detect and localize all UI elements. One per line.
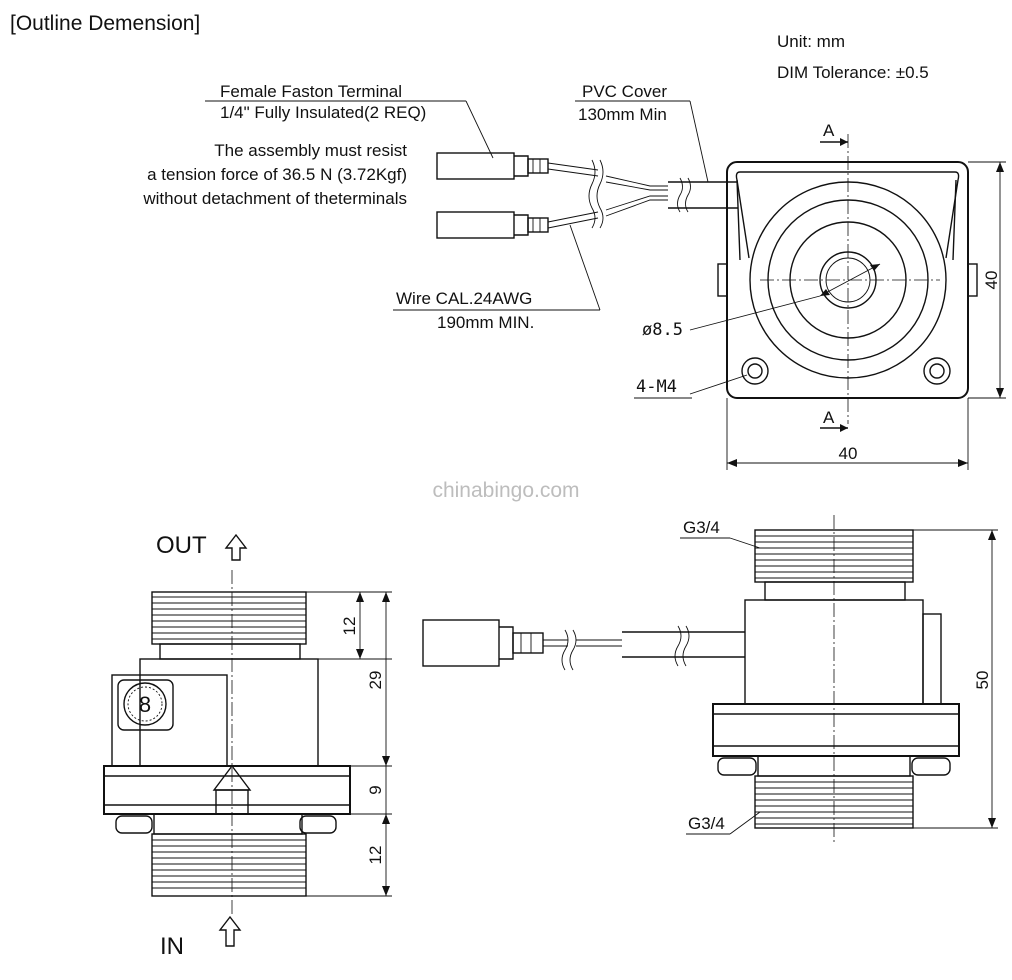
thread-bottom-leader bbox=[729, 811, 761, 835]
thread-label-top: G3/4 bbox=[683, 518, 720, 537]
mount-holes-label: 4-M4 bbox=[636, 377, 677, 397]
front-dim-12-top: 12 bbox=[340, 617, 359, 636]
wire-leader bbox=[569, 224, 601, 311]
faston-terminal-upper bbox=[436, 152, 549, 180]
thread-label-bottom: G3/4 bbox=[688, 814, 725, 833]
hole-dia-leader bbox=[689, 295, 821, 331]
top-height-dimension bbox=[968, 161, 1006, 399]
side-height-value: 50 bbox=[973, 671, 992, 690]
pvc-leader bbox=[689, 100, 709, 183]
tension-line2: a tension force of 36.5 N (3.72Kgf) bbox=[147, 165, 407, 184]
top-width-value: 40 bbox=[839, 444, 858, 463]
tolerance-label: DIM Tolerance: ±0.5 bbox=[777, 63, 929, 82]
mount-holes-leader bbox=[689, 374, 748, 395]
section-marker-top: A bbox=[823, 121, 835, 140]
front-view-sensor: 8 bbox=[103, 570, 351, 915]
front-dim-29: 29 bbox=[366, 671, 385, 690]
section-marker-bottom: A bbox=[823, 408, 835, 427]
hole-dia-label: ø8.5 bbox=[642, 320, 683, 340]
wire-pair-top bbox=[547, 159, 738, 229]
tension-line3: without detachment of theterminals bbox=[142, 189, 407, 208]
wire-label-line2: 190mm MIN. bbox=[437, 313, 534, 332]
pvc-label-line2: 130mm Min bbox=[578, 105, 667, 124]
in-label: IN bbox=[160, 933, 184, 960]
svg-text:8: 8 bbox=[139, 692, 151, 717]
top-width-dimension bbox=[726, 398, 969, 470]
side-faston-terminal bbox=[422, 619, 745, 671]
faston-terminal-lower bbox=[436, 211, 549, 239]
watermark: chinabingo.com bbox=[432, 479, 579, 502]
drawing-title: [Outline Demension] bbox=[10, 12, 200, 35]
pvc-label-line1: PVC Cover bbox=[582, 82, 667, 101]
tension-line1: The assembly must resist bbox=[214, 141, 407, 160]
top-height-value: 40 bbox=[982, 271, 1001, 290]
front-dimension-lines bbox=[306, 591, 392, 897]
side-height-dimension bbox=[913, 529, 998, 829]
faston-leader bbox=[465, 100, 494, 159]
thread-top-leader bbox=[729, 537, 761, 549]
out-label: OUT bbox=[156, 532, 207, 559]
side-view-sensor bbox=[712, 515, 960, 845]
front-dim-9: 9 bbox=[366, 785, 385, 794]
faston-label-line1: Female Faston Terminal bbox=[220, 82, 402, 101]
top-view-sensor bbox=[717, 134, 978, 424]
unit-label: Unit: mm bbox=[777, 32, 845, 51]
faston-label-line2: 1/4" Fully Insulated(2 REQ) bbox=[220, 103, 426, 122]
out-arrow-icon bbox=[224, 533, 248, 561]
front-dim-12-bottom: 12 bbox=[366, 846, 385, 865]
in-arrow-icon bbox=[218, 915, 242, 947]
wire-label-line1: Wire CAL.24AWG bbox=[396, 289, 532, 308]
